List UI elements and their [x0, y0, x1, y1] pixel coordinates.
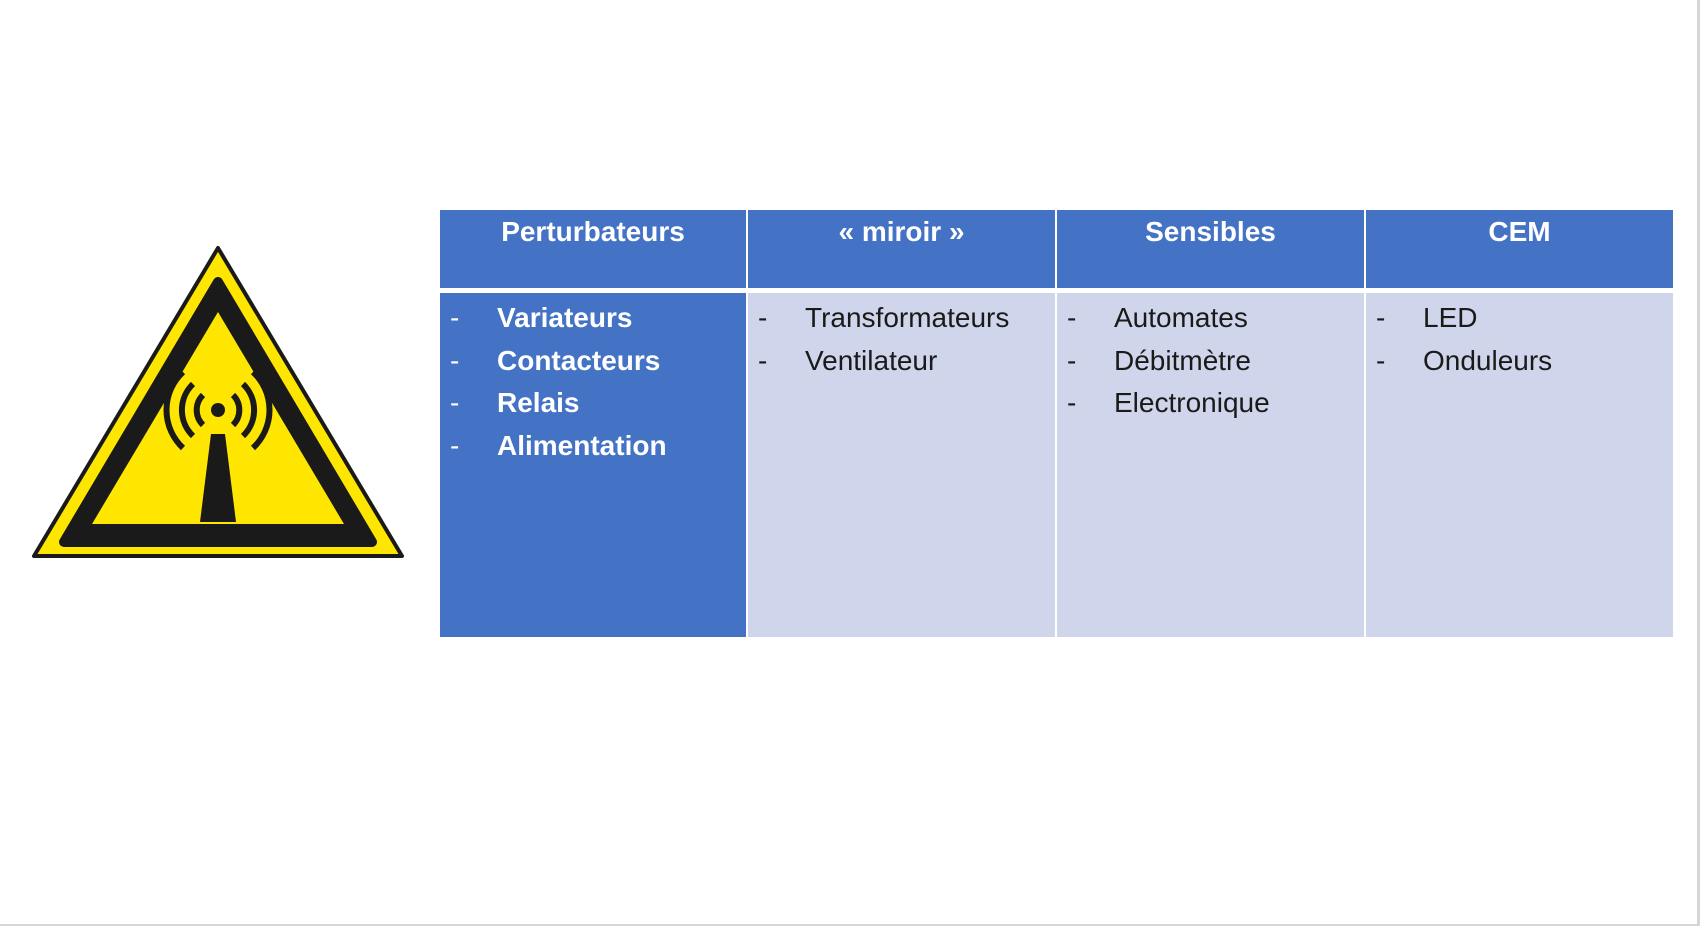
bullet-dash: - [758, 344, 768, 376]
cem-table: Perturbateurs « miroir » Sensibles CEM -… [440, 210, 1673, 638]
list-item: - Alimentation [440, 425, 746, 468]
list-item: - Débitmètre [1057, 340, 1364, 383]
header-sensibles: Sensibles [1057, 210, 1364, 288]
cell-sensibles: - Automates - Débitmètre - Electronique [1057, 293, 1364, 637]
list-item-label: Ventilateur [805, 344, 938, 376]
cell-miroir: - Transformateurs - Ventilateur [748, 293, 1055, 637]
list-item-label: Electronique [1114, 387, 1270, 419]
bullet-dash: - [450, 430, 460, 462]
list-miroir: - Transformateurs - Ventilateur [748, 297, 1055, 382]
list-item: - Relais [440, 382, 746, 425]
bullet-dash: - [1376, 344, 1386, 376]
bullet-dash: - [1067, 302, 1077, 334]
list-sensibles: - Automates - Débitmètre - Electronique [1057, 297, 1364, 425]
list-item: - Automates [1057, 297, 1364, 340]
bullet-dash: - [450, 387, 460, 419]
list-item-label: Transformateurs [805, 302, 1010, 334]
list-item: - Electronique [1057, 382, 1364, 425]
list-item-label: Onduleurs [1423, 344, 1553, 376]
list-item: - Variateurs [440, 297, 746, 340]
list-item-label: Débitmètre [1114, 344, 1251, 376]
list-item-label: Contacteurs [497, 344, 661, 376]
bullet-dash: - [1376, 302, 1386, 334]
header-miroir: « miroir » [748, 210, 1055, 288]
list-item-label: LED [1423, 302, 1478, 334]
cell-perturbateurs: - Variateurs - Contacteurs - Relais - Alimen… [440, 293, 746, 637]
header-perturbateurs: Perturbateurs [440, 210, 746, 288]
bullet-dash: - [1067, 387, 1077, 419]
non-ionizing-radiation-warning-icon [32, 246, 404, 558]
bullet-dash: - [450, 302, 460, 334]
bullet-dash: - [758, 302, 768, 334]
list-item-label: Relais [497, 387, 580, 419]
bullet-dash: - [450, 344, 460, 376]
list-item-label: Automates [1114, 302, 1248, 334]
header-cem: CEM [1366, 210, 1673, 288]
list-perturbateurs: - Variateurs - Contacteurs - Relais - Alimen… [440, 297, 746, 467]
list-cem: - LED - Onduleurs [1366, 297, 1673, 382]
list-item: - LED [1366, 297, 1673, 340]
list-item-label: Alimentation [497, 430, 667, 462]
list-item: - Ventilateur [748, 340, 1055, 383]
bullet-dash: - [1067, 344, 1077, 376]
cell-cem: - LED - Onduleurs [1366, 293, 1673, 637]
list-item: - Transformateurs [748, 297, 1055, 340]
list-item-label: Variateurs [497, 302, 633, 334]
list-item: - Onduleurs [1366, 340, 1673, 383]
list-item: - Contacteurs [440, 340, 746, 383]
